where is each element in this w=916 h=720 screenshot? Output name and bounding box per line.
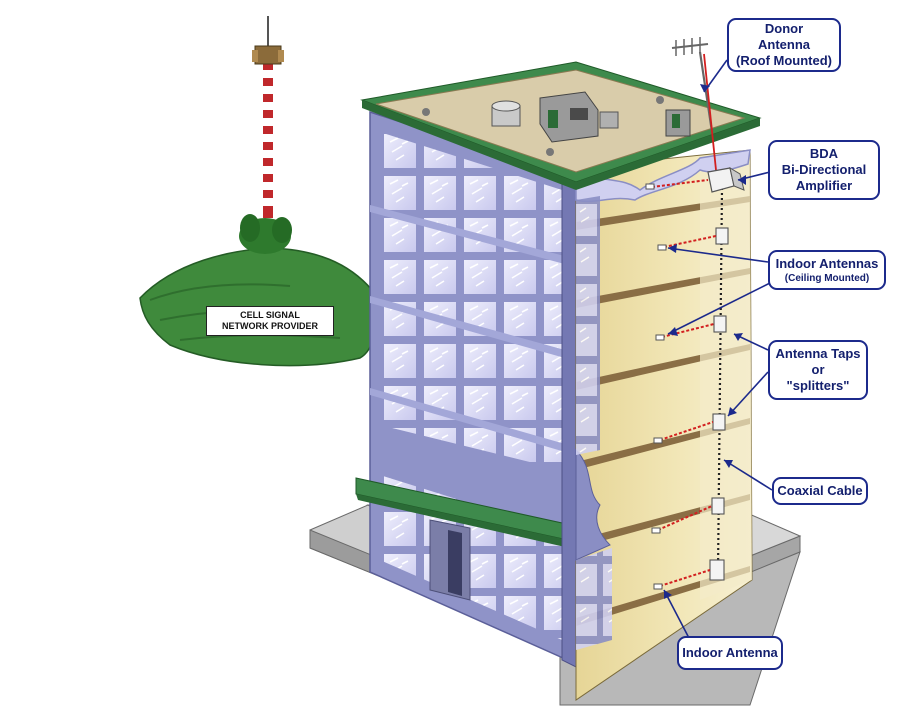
callout-antenna-taps: Antenna Taps or "splitters" (768, 340, 868, 400)
coaxial-cable-label: Coaxial Cable (777, 483, 863, 498)
provider-line1: CELL SIGNAL (240, 310, 300, 320)
donor-antenna-line1: Donor (764, 21, 804, 36)
leader-arrows (664, 84, 746, 599)
callout-donor-antenna: Donor Antenna (Roof Mounted) (727, 18, 841, 72)
callout-indoor-antenna: Indoor Antenna (677, 636, 783, 670)
antenna-taps-line1: Antenna Taps (775, 346, 861, 361)
donor-feed-line (703, 53, 717, 171)
antenna-taps-line3: "splitters" (786, 378, 850, 393)
donor-antenna-line2: Antenna (758, 37, 810, 52)
ceiling-antennas (645, 183, 667, 590)
indoor-antennas-line2: (Ceiling Mounted) (784, 272, 870, 284)
antenna-taps-line2: or (811, 362, 825, 377)
provider-hill (139, 214, 376, 367)
building-front-face (369, 110, 573, 664)
bda-line2: Bi-Directional (781, 162, 867, 177)
bda-unit (707, 166, 745, 193)
splitters (709, 227, 729, 581)
callout-coaxial-cable: Coaxial Cable (772, 477, 868, 505)
indoor-antenna-label: Indoor Antenna (682, 645, 778, 660)
indoor-antennas-line1: Indoor Antennas (775, 255, 879, 271)
donor-antenna-line3: (Roof Mounted) (735, 53, 833, 68)
cell-tower (252, 16, 284, 218)
provider-label: CELL SIGNAL NETWORK PROVIDER (206, 306, 334, 336)
bda-line1: BDA (809, 146, 839, 161)
bda-line3: Amplifier (795, 178, 853, 193)
cutaway-interior (575, 149, 753, 701)
antenna-feeders (651, 179, 717, 587)
callout-bda: BDA Bi-Directional Amplifier (768, 140, 880, 200)
callout-indoor-antennas: Indoor Antennas (Ceiling Mounted) (768, 250, 886, 290)
roof (360, 61, 762, 190)
provider-line2: NETWORK PROVIDER (221, 321, 318, 331)
